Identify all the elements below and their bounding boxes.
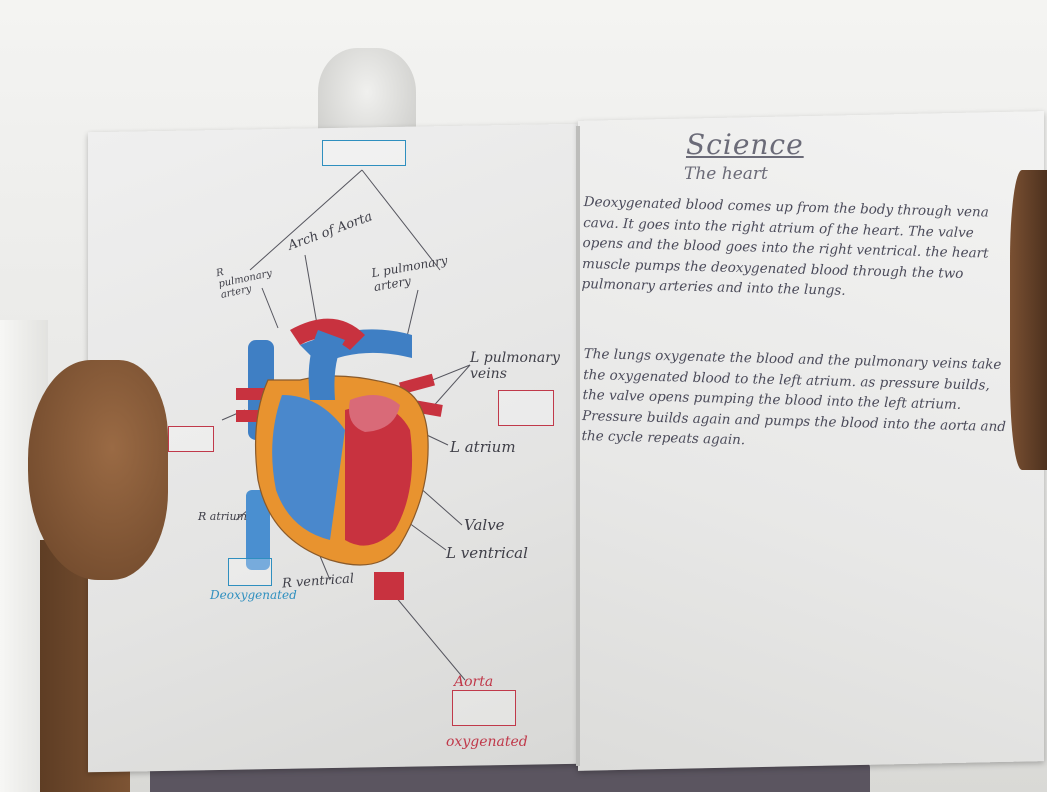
note-box-top — [322, 140, 406, 166]
heart-body — [256, 330, 429, 565]
note-box-right — [498, 390, 554, 426]
label-oxygenated: oxygenated — [446, 734, 528, 750]
label-valve: Valve — [464, 516, 505, 534]
page-subtitle: The heart — [684, 164, 768, 184]
label-l-atrium: L atrium — [450, 438, 516, 456]
label-deoxygenated: Deoxygenated — [210, 588, 297, 602]
paragraph-1: Deoxygenated blood comes up from the bod… — [581, 192, 1016, 306]
label-l-pulmonary-veins: L pulmonary veins — [470, 350, 570, 382]
page-title: Science — [686, 128, 804, 161]
left-hand — [28, 360, 168, 580]
right-hand — [1010, 170, 1047, 470]
note-box-bottom-left — [228, 558, 272, 586]
label-l-ventrical: L ventrical — [446, 544, 528, 562]
paragraph-2: The lungs oxygenate the blood and the pu… — [581, 344, 1016, 458]
note-box-left — [168, 426, 214, 452]
label-r-atrium: R atrium — [198, 510, 247, 523]
label-aorta: Aorta — [454, 674, 493, 690]
note-box-aorta — [452, 690, 516, 726]
